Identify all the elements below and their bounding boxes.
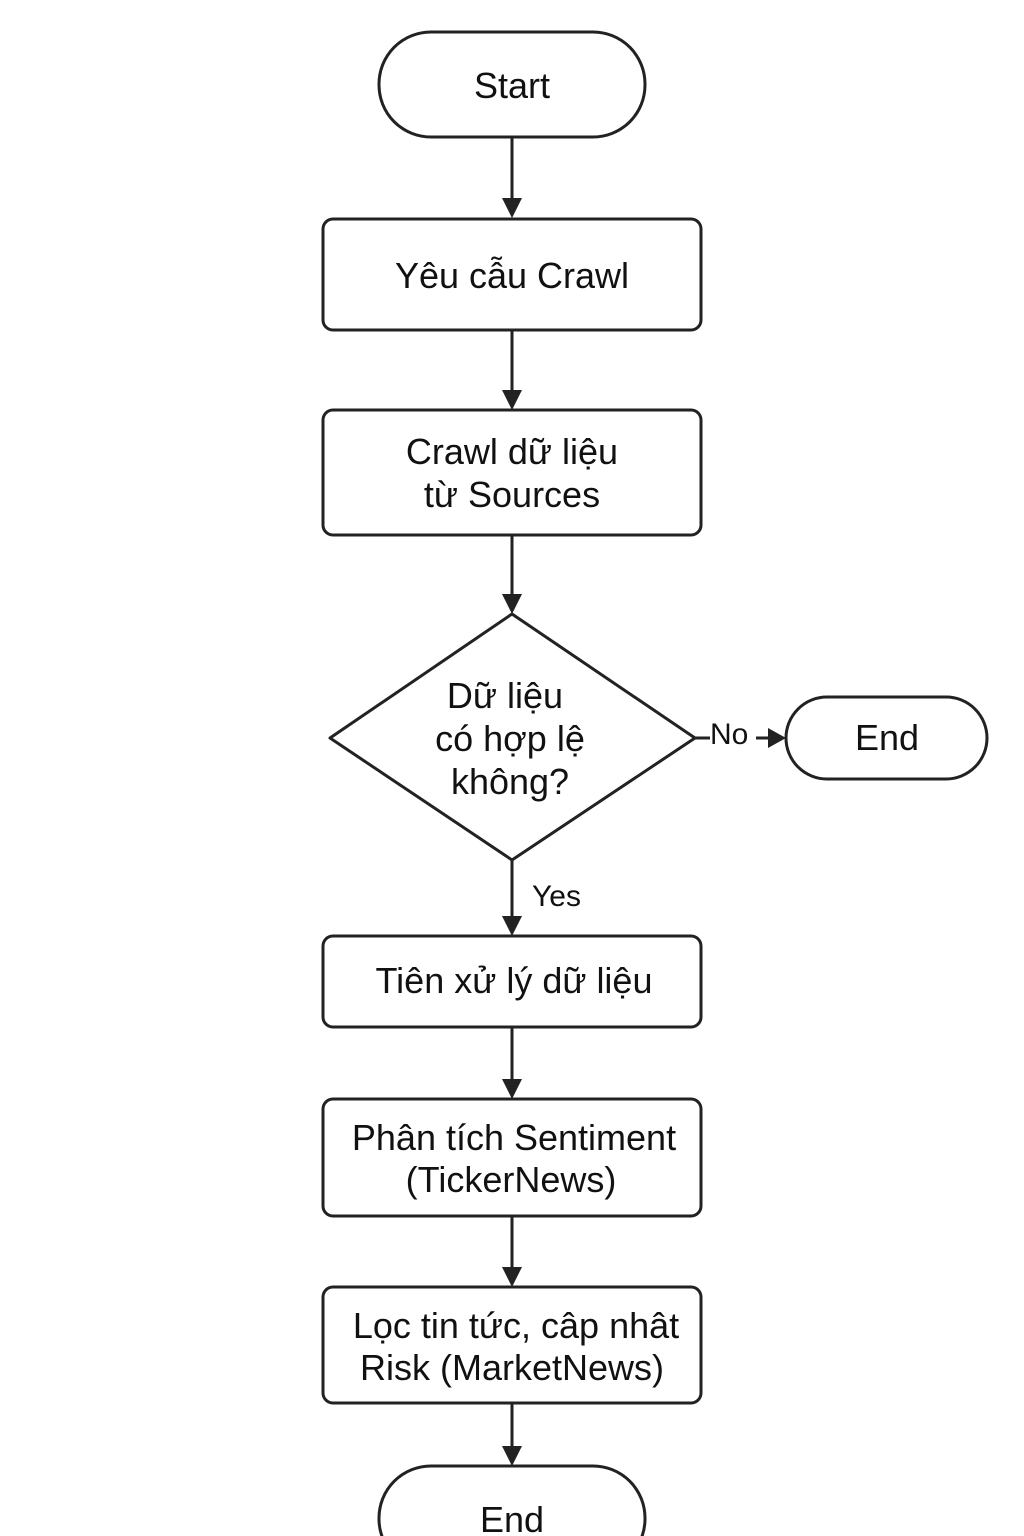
arrowhead-decision-to-end-no — [768, 728, 786, 748]
start-label: Start — [474, 65, 550, 106]
decision-label-line1: Dữ liệu — [447, 675, 563, 716]
end-terminal-no-branch — [784, 695, 989, 781]
yes-edge-label: Yes — [532, 880, 581, 913]
no-edge-label: No — [710, 718, 748, 751]
request-crawl-box — [321, 217, 703, 332]
arrowhead-decision-to-preprocess — [502, 916, 522, 936]
arrowhead-start-to-request — [502, 198, 522, 218]
preprocess-box — [321, 934, 703, 1029]
sentiment-label-line2: (TickerNews) — [406, 1159, 617, 1200]
filter-news-box — [321, 1285, 703, 1405]
arrowhead-sentiment-to-filter — [502, 1267, 522, 1287]
validity-decision-diamond — [328, 612, 697, 862]
crawl-data-label-line2: từ Sources — [424, 474, 600, 515]
preprocess-label: Tiên xử lý dữ liệu — [376, 960, 653, 1001]
filter-news-label-line2: Risk (MarketNews) — [360, 1347, 664, 1388]
sentiment-label-line1: Phân tích Sentiment — [352, 1117, 676, 1158]
crawl-data-box — [321, 408, 703, 537]
decision-label-line2: có hợp lệ — [435, 718, 585, 759]
arrowhead-request-to-crawl — [502, 390, 522, 410]
filter-news-label-line1: Lọc tin tức, câp nhât — [353, 1305, 679, 1346]
decision-label-line3: không? — [451, 761, 569, 802]
crawl-data-label-line1: Crawl dữ liệu — [406, 431, 618, 472]
end-no-branch-label: End — [855, 717, 919, 758]
start-terminal — [377, 30, 647, 139]
arrowhead-filter-to-end — [502, 1446, 522, 1466]
arrowhead-crawl-to-decision — [502, 594, 522, 614]
end-final-label: End — [480, 1499, 544, 1536]
sentiment-box — [321, 1097, 703, 1218]
arrowhead-preprocess-to-sentiment — [502, 1079, 522, 1099]
request-crawl-label: Yêu cẫu Crawl — [395, 255, 629, 296]
end-terminal-final — [377, 1464, 647, 1536]
